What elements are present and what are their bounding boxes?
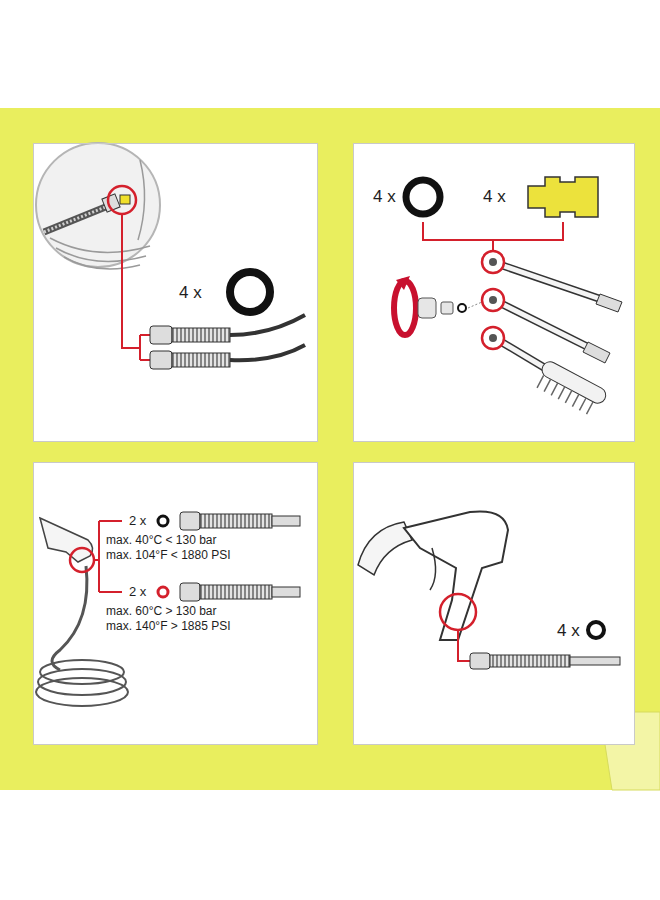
quantity-label: 4 x [179,283,202,303]
rating-note: max. 60°C > 130 bar [106,604,217,618]
yellow-ground [0,108,660,790]
rating-note: max. 40°C < 130 bar [106,533,217,547]
rating-note: max. 140°F > 1885 PSI [106,619,231,633]
machine-connection [36,143,305,369]
instruction-panel: 4 x [353,462,635,745]
quantity-label: 4 x [373,187,396,207]
adapter [528,177,598,217]
spray-gun [358,511,620,669]
instruction-panel: 4 x 4 x [353,143,635,442]
instruction-panel: 2 x max. 40°C < 130 barmax. 104°F < 1880 … [33,462,318,745]
hose-connection [36,512,300,706]
quantity-label: 2 x [129,584,146,600]
accessory-seals [394,177,622,418]
rating-note: max. 104°F < 1880 PSI [106,548,231,562]
o-ring-red [158,587,168,597]
instruction-panel: 4 x [33,143,318,442]
o-ring [230,272,270,312]
quantity-label: 4 x [557,621,580,641]
o-ring [406,180,440,214]
quantity-label: 4 x [483,187,506,207]
o-ring [158,516,168,526]
quantity-label: 2 x [129,513,146,529]
o-ring [588,622,604,638]
